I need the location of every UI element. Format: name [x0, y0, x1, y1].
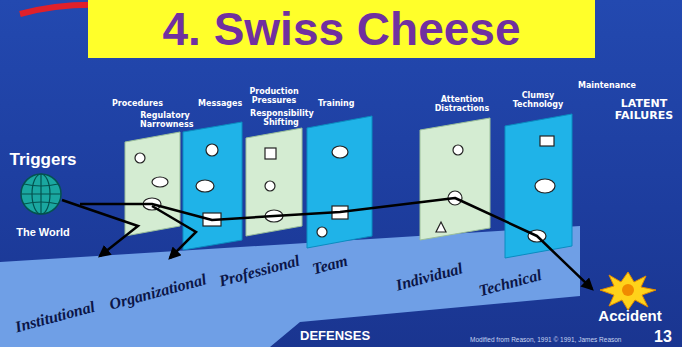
- title-banner: 4. Swiss Cheese: [88, 0, 595, 58]
- defense-layer-label: Technical: [477, 266, 544, 300]
- globe-icon: [21, 174, 61, 214]
- trigger-node: TriggersThe World: [6, 150, 80, 238]
- page-number: 13: [654, 328, 672, 346]
- factor-label: Regulatory Narrowness: [140, 112, 190, 130]
- node-subtext: The World: [16, 226, 70, 238]
- explosion-star: [600, 272, 656, 310]
- factor-label: LATENT FAILURES: [612, 98, 676, 122]
- accident-node: Accident: [592, 270, 668, 324]
- factor-label: Maintenance: [578, 82, 636, 91]
- blocked-trajectory: [62, 200, 196, 258]
- source-note: Modified from Reason, 1991 © 1991, James…: [470, 336, 621, 343]
- node-heading: Triggers: [9, 150, 76, 170]
- factor-label: Attention Distractions: [432, 96, 492, 114]
- defense-layer-label: Professional: [217, 252, 302, 291]
- factor-label: DEFENSES: [300, 328, 370, 343]
- node-heading: Accident: [598, 307, 661, 324]
- light-band: [0, 226, 580, 347]
- factor-label: Clumsy Technology: [510, 92, 566, 110]
- cheese-slices: [125, 114, 572, 258]
- factor-label: Responsibility Shifting: [250, 110, 312, 128]
- defense-layer-label: Organizational: [107, 270, 208, 313]
- defense-layer-label: Team: [310, 252, 349, 279]
- defense-layer-label: Institutional: [13, 298, 97, 337]
- factor-label: Messages: [198, 100, 242, 109]
- title-text: 4. Swiss Cheese: [163, 2, 521, 56]
- factor-label: Training: [318, 100, 355, 109]
- cheese-holes: [135, 136, 555, 242]
- factor-label: Production Pressures: [246, 88, 302, 106]
- factor-label: Procedures: [112, 100, 163, 109]
- defense-layer-label: Individual: [394, 259, 465, 294]
